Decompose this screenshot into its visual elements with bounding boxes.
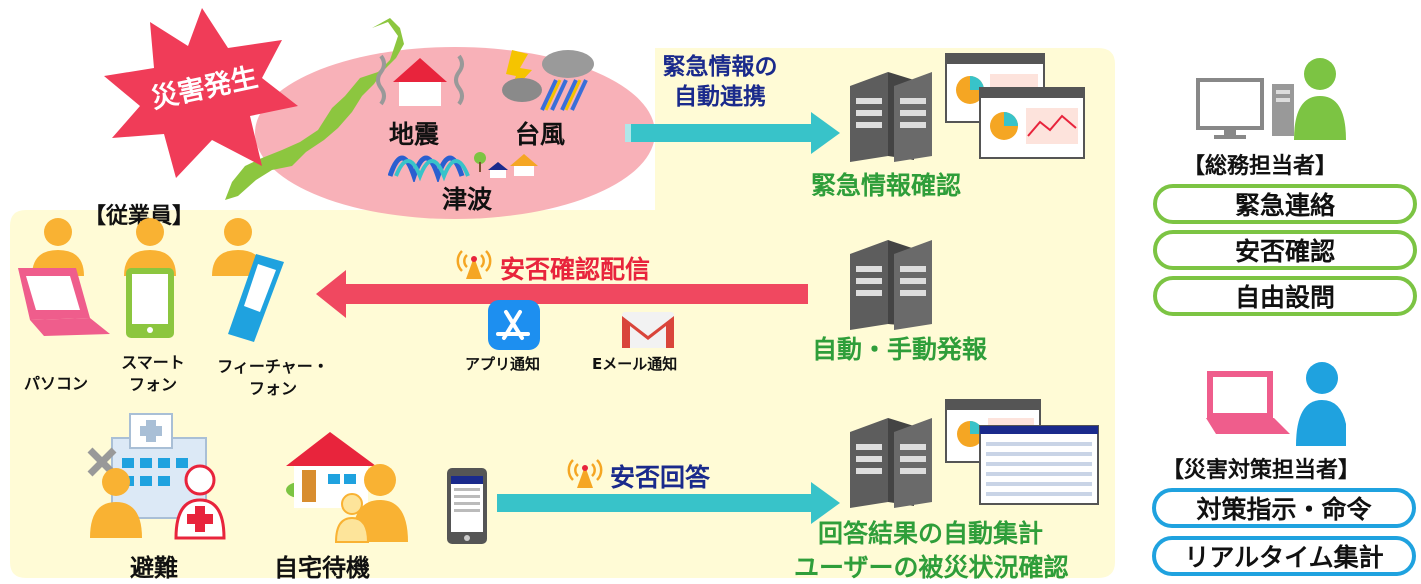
email-notify-label: Eメール通知 <box>592 355 678 373</box>
free-question-pill: 自由設問 <box>1153 276 1417 316</box>
employee-devices <box>18 218 284 342</box>
smartphone-label: スマート フォン <box>121 353 185 394</box>
yellow-panel <box>10 48 1115 578</box>
server-icon <box>850 418 932 508</box>
server-icon <box>850 240 932 330</box>
result-aggregation-label: 回答結果の自動集計 <box>818 519 1044 548</box>
house-quake-icon <box>376 54 464 106</box>
auto-link-label: 緊急情報の 自動連携 <box>645 52 795 112</box>
teal-arrow-2-body <box>497 494 811 512</box>
realtime-aggregation-pill: リアルタイム集計 <box>1152 536 1416 576</box>
app-notify-label: アプリ通知 <box>465 355 541 373</box>
typhoon-icon <box>502 50 594 111</box>
home-standby-label: 自宅待機 <box>274 554 370 582</box>
general-affairs-workstation-icon <box>1196 58 1346 140</box>
teal-arrow-1-body <box>625 124 811 142</box>
general-affairs-title: 【総務担当者】 <box>1183 154 1338 179</box>
instruction-command-pill: 対策指示・命令 <box>1152 488 1416 528</box>
safety-answer-label: 安否回答 <box>610 463 711 492</box>
red-arrow-body <box>346 284 808 304</box>
auto-link-line1: 緊急情報の <box>662 54 778 80</box>
teal-arrow-2-head <box>811 482 840 524</box>
emergency-info-check-label: 緊急情報確認 <box>811 171 962 200</box>
pc-label: パソコン <box>24 374 89 393</box>
home-standby-icon <box>286 432 408 543</box>
phone-form-icon <box>447 468 487 544</box>
server-group-3 <box>850 399 1099 508</box>
auto-link-line2: 自動連携 <box>674 84 766 110</box>
person-feature-phone-icon <box>212 218 284 342</box>
signal-icon <box>456 250 492 279</box>
red-arrow-head <box>316 270 346 318</box>
person-smartphone-icon <box>124 218 176 338</box>
server-group-2 <box>850 240 932 330</box>
person-laptop-icon <box>18 218 110 336</box>
evacuation-hospital-icon <box>87 413 226 540</box>
disaster-burst <box>104 8 298 178</box>
safety-check-pill: 安否確認 <box>1153 230 1417 270</box>
server-group-1 <box>850 53 1085 162</box>
user-damage-check-label: ユーザーの被災状況確認 <box>794 553 1069 582</box>
safety-delivery-label: 安否確認配信 <box>500 255 651 284</box>
auto-manual-alert-label: 自動・手動発報 <box>812 335 988 364</box>
teal-arrow-1-head <box>811 112 840 154</box>
server-icon <box>850 72 932 162</box>
gmail-icon <box>622 312 674 348</box>
disaster-manager-laptop-icon <box>1206 362 1346 446</box>
app-store-icon <box>488 300 540 350</box>
disaster-manager-title: 【災害対策担当者】 <box>1162 458 1361 483</box>
earthquake-label: 地震 <box>389 120 440 149</box>
dashboard-screen-icon <box>945 53 1085 159</box>
typhoon-label: 台風 <box>515 120 566 149</box>
emergency-contact-pill: 緊急連絡 <box>1153 184 1417 224</box>
feature-phone-label: フィーチャー・ フォン <box>217 357 329 398</box>
japan-map <box>225 18 404 200</box>
evacuation-label: 避難 <box>130 554 178 582</box>
tsunami-label: 津波 <box>442 185 493 214</box>
report-screen-icon <box>945 399 1099 505</box>
tsunami-icon <box>388 152 538 182</box>
signal-icon <box>567 459 603 488</box>
